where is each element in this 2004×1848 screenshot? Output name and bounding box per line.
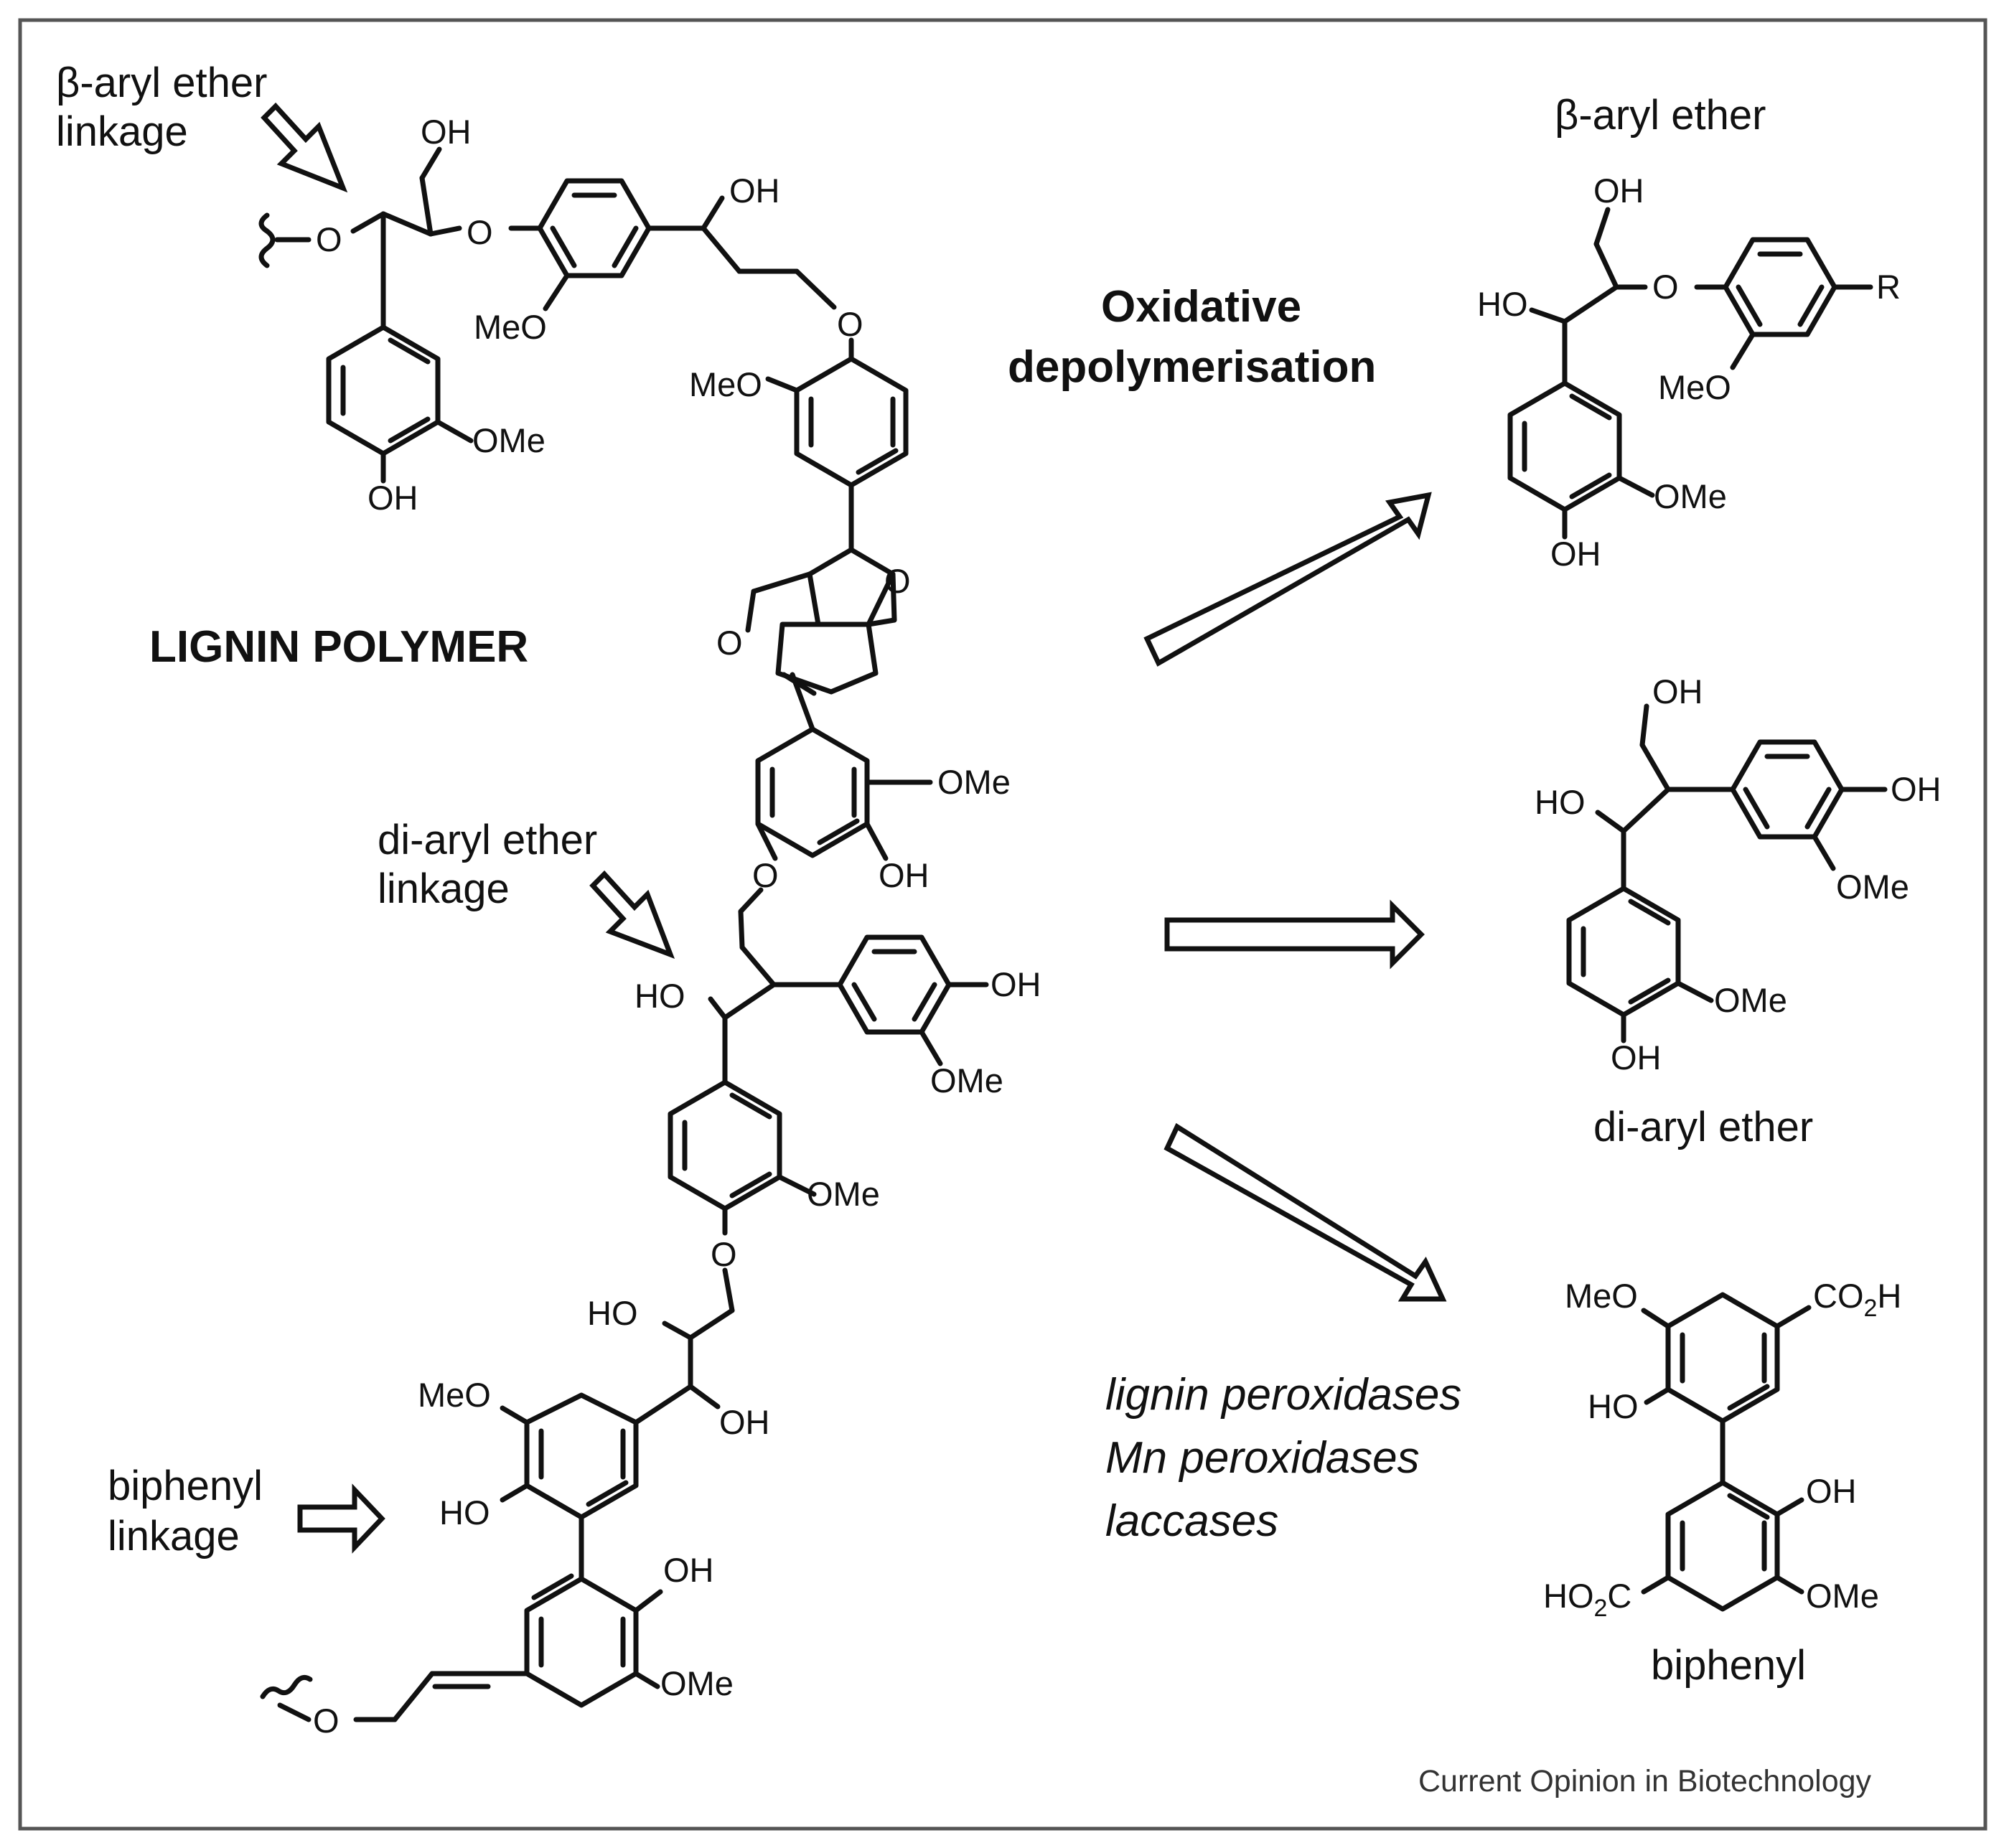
- arrow-to-diaryl-icon: [1164, 899, 1425, 970]
- p1-oh: OH: [1550, 535, 1601, 573]
- p2-oh: OH: [1611, 1038, 1662, 1077]
- p2-ome: OMe: [1714, 981, 1787, 1019]
- atom-o-4: O: [884, 562, 911, 600]
- diaryl-linkage-label-line1: di-aryl ether: [378, 817, 597, 863]
- atom-ho-3: HO: [439, 1493, 490, 1532]
- atom-ome-1: OMe: [472, 421, 546, 459]
- process-title-line1: Oxidative: [1101, 282, 1301, 332]
- arrow-to-biphenyl-icon: [1163, 1122, 1447, 1302]
- product-biphenyl-title: biphenyl: [1651, 1642, 1806, 1689]
- p1-ome: OMe: [1654, 477, 1727, 515]
- atom-oh-1: OH: [367, 479, 418, 517]
- atom-ho-1: HO: [635, 977, 685, 1015]
- enzyme-2: Mn peroxidases: [1105, 1433, 1420, 1483]
- p2-oh-top: OH: [1652, 672, 1703, 710]
- wavy-bond-icon: [258, 212, 276, 268]
- biphenyl-linkage-label-line2: linkage: [108, 1513, 240, 1559]
- product-diaryl-title: di-aryl ether: [1593, 1104, 1813, 1150]
- product-diaryl-ether: OH HO OH OMe OMe OH di-aryl ether: [1535, 672, 1942, 1150]
- atom-ome-4: OMe: [807, 1175, 880, 1213]
- beta-aryl-linkage-label-line2: linkage: [56, 108, 188, 155]
- atom-o-1: O: [316, 220, 342, 258]
- enzyme-1: lignin peroxidases: [1105, 1370, 1461, 1420]
- p1-o: O: [1652, 268, 1679, 306]
- atom-ome-5: OMe: [660, 1664, 734, 1702]
- journal-credit: Current Opinion in Biotechnology: [1418, 1764, 1872, 1798]
- atom-meo-2: MeO: [689, 365, 762, 403]
- atom-oh-2: OH: [729, 172, 780, 210]
- atom-oh-4: OH: [991, 965, 1041, 1003]
- p2-ho: HO: [1535, 783, 1586, 821]
- enzyme-3: laccases: [1105, 1496, 1278, 1546]
- atom-o-6: O: [752, 856, 779, 894]
- lignin-polymer-structure: β-aryl ether linkage LIGNIN POLYMER di-a…: [56, 60, 1041, 1740]
- atom-ome-2: OMe: [937, 763, 1011, 801]
- atom-ome-3: OMe: [930, 1061, 1003, 1099]
- product-beta-aryl-title: β-aryl ether: [1555, 92, 1766, 139]
- polymer-title: LIGNIN POLYMER: [149, 622, 528, 672]
- wavy-bond-icon: [260, 1674, 313, 1699]
- process-section: Oxidative depolymerisation lignin peroxi…: [1008, 282, 1461, 1546]
- p3-ho2c: HO2C: [1543, 1577, 1631, 1622]
- p3-meo: MeO: [1565, 1277, 1638, 1315]
- product-biphenyl: MeO CO2H HO OH HO2C OMe biphenyl: [1543, 1277, 1901, 1689]
- atom-oh-3: OH: [879, 856, 930, 894]
- atom-o-7: O: [711, 1235, 737, 1273]
- p3-oh: OH: [1806, 1472, 1857, 1510]
- atom-o-3: O: [837, 305, 863, 343]
- process-title-line2: depolymerisation: [1008, 342, 1376, 392]
- atom-meo-1: MeO: [474, 308, 547, 346]
- p1-r: R: [1876, 268, 1901, 306]
- p3-ome: OMe: [1806, 1577, 1879, 1615]
- beta-aryl-linkage-arrow-icon: [261, 102, 348, 193]
- product-beta-aryl-ether: β-aryl ether OH HO O R MeO OMe: [1477, 92, 1901, 573]
- arrow-to-beta-aryl-icon: [1143, 492, 1432, 667]
- atom-oh-top: OH: [421, 113, 472, 151]
- p1-meo: MeO: [1658, 368, 1731, 406]
- p3-ho: HO: [1588, 1387, 1639, 1425]
- biphenyl-linkage-label-line1: biphenyl: [108, 1463, 263, 1509]
- atom-o-2: O: [467, 213, 493, 251]
- p3-co2h: CO2H: [1813, 1277, 1901, 1322]
- biphenyl-unit-bonds: [260, 1392, 663, 1722]
- middle-unit-bonds: [633, 356, 989, 1425]
- biphenyl-linkage-arrow-icon: [297, 1483, 385, 1554]
- top-unit-bonds: [258, 146, 854, 484]
- figure-frame: [18, 18, 1987, 1831]
- atom-oh-6: OH: [663, 1551, 714, 1589]
- diaryl-linkage-label-line2: linkage: [378, 866, 510, 912]
- atom-o-5: O: [716, 624, 743, 662]
- p1-ho: HO: [1477, 285, 1528, 323]
- atom-meo-3: MeO: [418, 1376, 491, 1414]
- atom-oh-5: OH: [719, 1403, 770, 1441]
- p2-oh-right: OH: [1891, 770, 1942, 808]
- atom-ho-2: HO: [587, 1294, 638, 1332]
- beta-aryl-linkage-label-line1: β-aryl ether: [56, 60, 267, 106]
- diaryl-linkage-arrow-icon: [589, 870, 675, 960]
- p1-oh-top: OH: [1593, 172, 1644, 210]
- p2-ome-right: OMe: [1836, 868, 1909, 906]
- atom-o-8: O: [313, 1702, 340, 1740]
